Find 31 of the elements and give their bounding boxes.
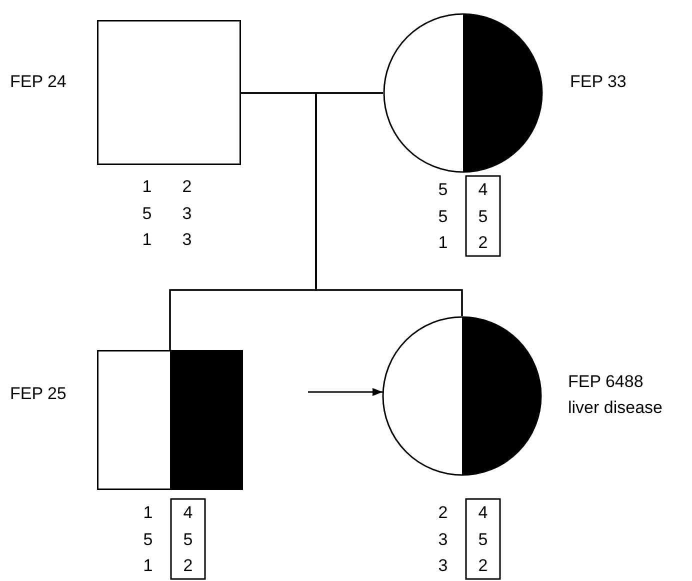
allele-number: 2: [477, 556, 489, 576]
allele-number: 3: [437, 530, 449, 550]
allele-number: 1: [142, 503, 154, 523]
allele-number: 1: [141, 177, 153, 197]
individual-label: FEP 33: [570, 72, 626, 92]
allele-number: 1: [141, 230, 153, 250]
individual-label: FEP 24: [10, 72, 66, 92]
allele-number: 3: [181, 230, 193, 250]
individual-label: FEP 25: [10, 384, 66, 404]
allele-number: 4: [477, 503, 489, 523]
allele-number: 4: [182, 503, 194, 523]
allele-number: 2: [181, 177, 193, 197]
allele-number: 3: [181, 204, 193, 224]
individual-label: FEP 6488: [568, 372, 644, 392]
allele-number: 5: [477, 530, 489, 550]
pedigree-line: [315, 92, 463, 316]
allele-number: 3: [437, 556, 449, 576]
allele-number: 4: [477, 180, 489, 200]
allele-number: 1: [437, 233, 449, 253]
allele-number: 5: [477, 206, 489, 226]
allele-number: 2: [477, 233, 489, 253]
proband-arrow: [308, 388, 382, 396]
allele-number: 5: [141, 204, 153, 224]
allele-number: 5: [437, 206, 449, 226]
allele-number: 2: [182, 556, 194, 576]
allele-number: 5: [437, 180, 449, 200]
allele-number: 2: [437, 503, 449, 523]
allele-number: 5: [142, 530, 154, 550]
individual-label: liver disease: [568, 398, 662, 418]
allele-number: 5: [182, 530, 194, 550]
allele-number: 1: [142, 556, 154, 576]
